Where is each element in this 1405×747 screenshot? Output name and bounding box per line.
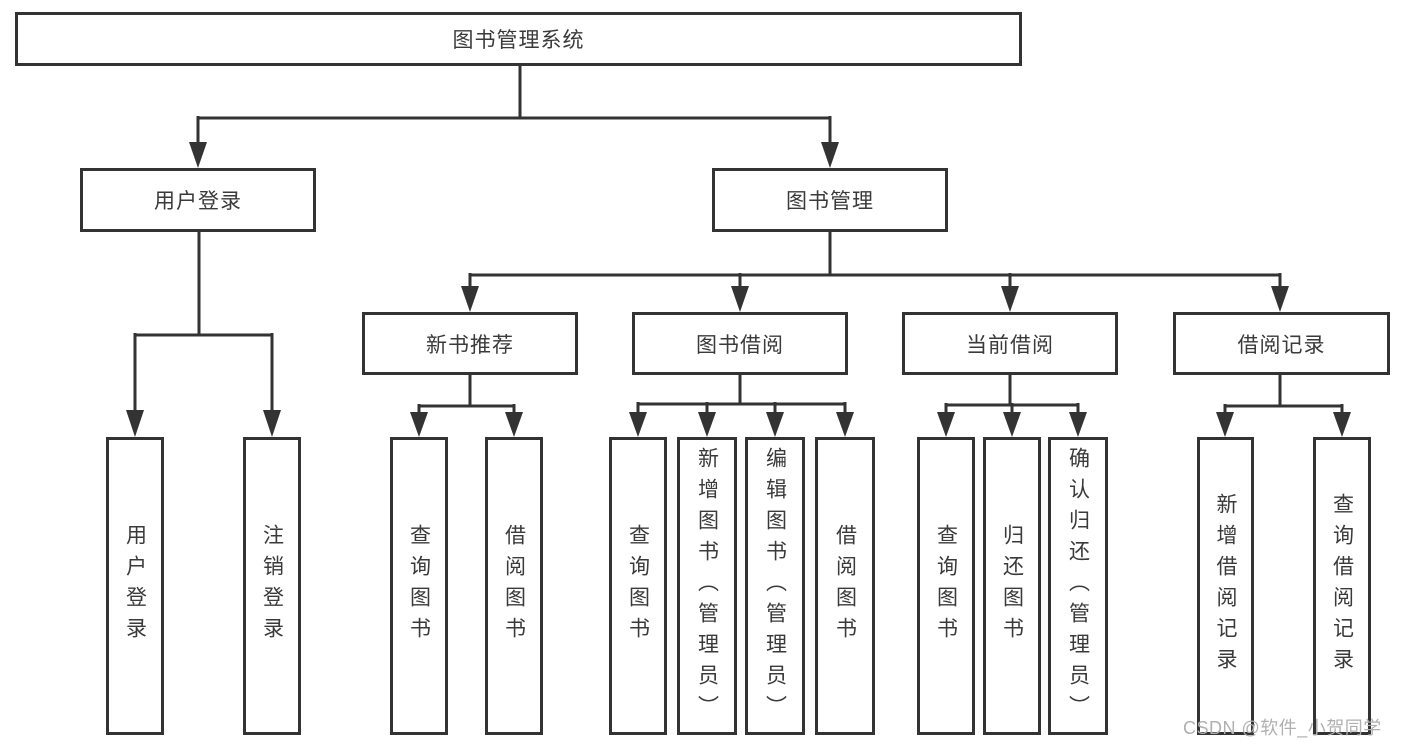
node-current-borrowing: 当前借阅 [902,312,1118,375]
node-book-borrowing-label: 图书借阅 [696,333,784,357]
node-borrowing-records: 借阅记录 [1173,312,1390,375]
csdn-watermark: CSDN @软件_小贺同学 [1183,718,1382,738]
node-current-borrowing-label: 当前借阅 [966,333,1054,357]
root-to-branches-connector [189,66,839,168]
leaf-user-login: 用户登录 [106,437,164,735]
node-root: 图书管理系统 [15,12,1022,66]
leaf-edit-books-admin: 编辑图书（管理员） [745,437,805,735]
leaf-return-books: 归还图书 [983,437,1041,735]
current-borrowing-connector [937,375,1087,437]
new-book-rec-connector [410,375,523,437]
leaf-logout: 注销登录 [243,437,301,735]
node-book-management-branch-label: 图书管理 [786,190,874,213]
leaf-current-query-books-label: 查询图书 [934,524,958,648]
leaf-return-books-label: 归还图书 [1000,524,1024,648]
leaf-borrow-query-books-label: 查询图书 [626,524,650,648]
leaf-add-borrow-record-label: 新增借阅记录 [1214,493,1237,679]
book-borrowing-connector [629,375,854,437]
node-user-login-branch-label: 用户登录 [154,190,242,213]
leaf-user-login-label: 用户登录 [123,524,147,648]
leaf-edit-books-admin-label: 编辑图书（管理员） [763,446,787,726]
leaf-rec-query-books-label: 查询图书 [407,524,431,648]
leaf-borrow-query-books: 查询图书 [609,437,667,735]
leaf-query-borrow-record: 查询借阅记录 [1313,437,1371,735]
leaf-add-books-admin: 新增图书（管理员） [677,437,737,735]
node-new-book-rec-label: 新书推荐 [426,333,514,357]
leaf-borrow-books: 借阅图书 [815,437,875,735]
node-book-borrowing: 图书借阅 [632,312,848,375]
leaf-confirm-return-admin-label: 确认归还（管理员） [1066,446,1090,726]
leaf-borrow-books-label: 借阅图书 [833,524,857,648]
user-login-branch-connector [126,232,281,437]
node-borrowing-records-label: 借阅记录 [1237,333,1326,357]
leaf-confirm-return-admin: 确认归还（管理员） [1048,437,1108,735]
leaf-logout-label: 注销登录 [260,524,284,648]
leaf-add-books-admin-label: 新增图书（管理员） [695,446,719,726]
node-book-management-branch: 图书管理 [712,168,948,232]
node-user-login-branch: 用户登录 [80,168,316,232]
leaf-rec-borrow-books-label: 借阅图书 [502,524,526,648]
leaf-rec-query-books: 查询图书 [390,437,448,735]
borrowing-records-connector [1216,375,1351,437]
leaf-current-query-books: 查询图书 [917,437,975,735]
book-management-branch-connector [461,232,1289,312]
node-new-book-rec: 新书推荐 [362,312,578,375]
leaf-query-borrow-record-label: 查询借阅记录 [1330,493,1354,679]
node-root-label: 图书管理系统 [452,29,585,52]
leaf-rec-borrow-books: 借阅图书 [485,437,543,735]
leaf-add-borrow-record: 新增借阅记录 [1197,437,1254,735]
